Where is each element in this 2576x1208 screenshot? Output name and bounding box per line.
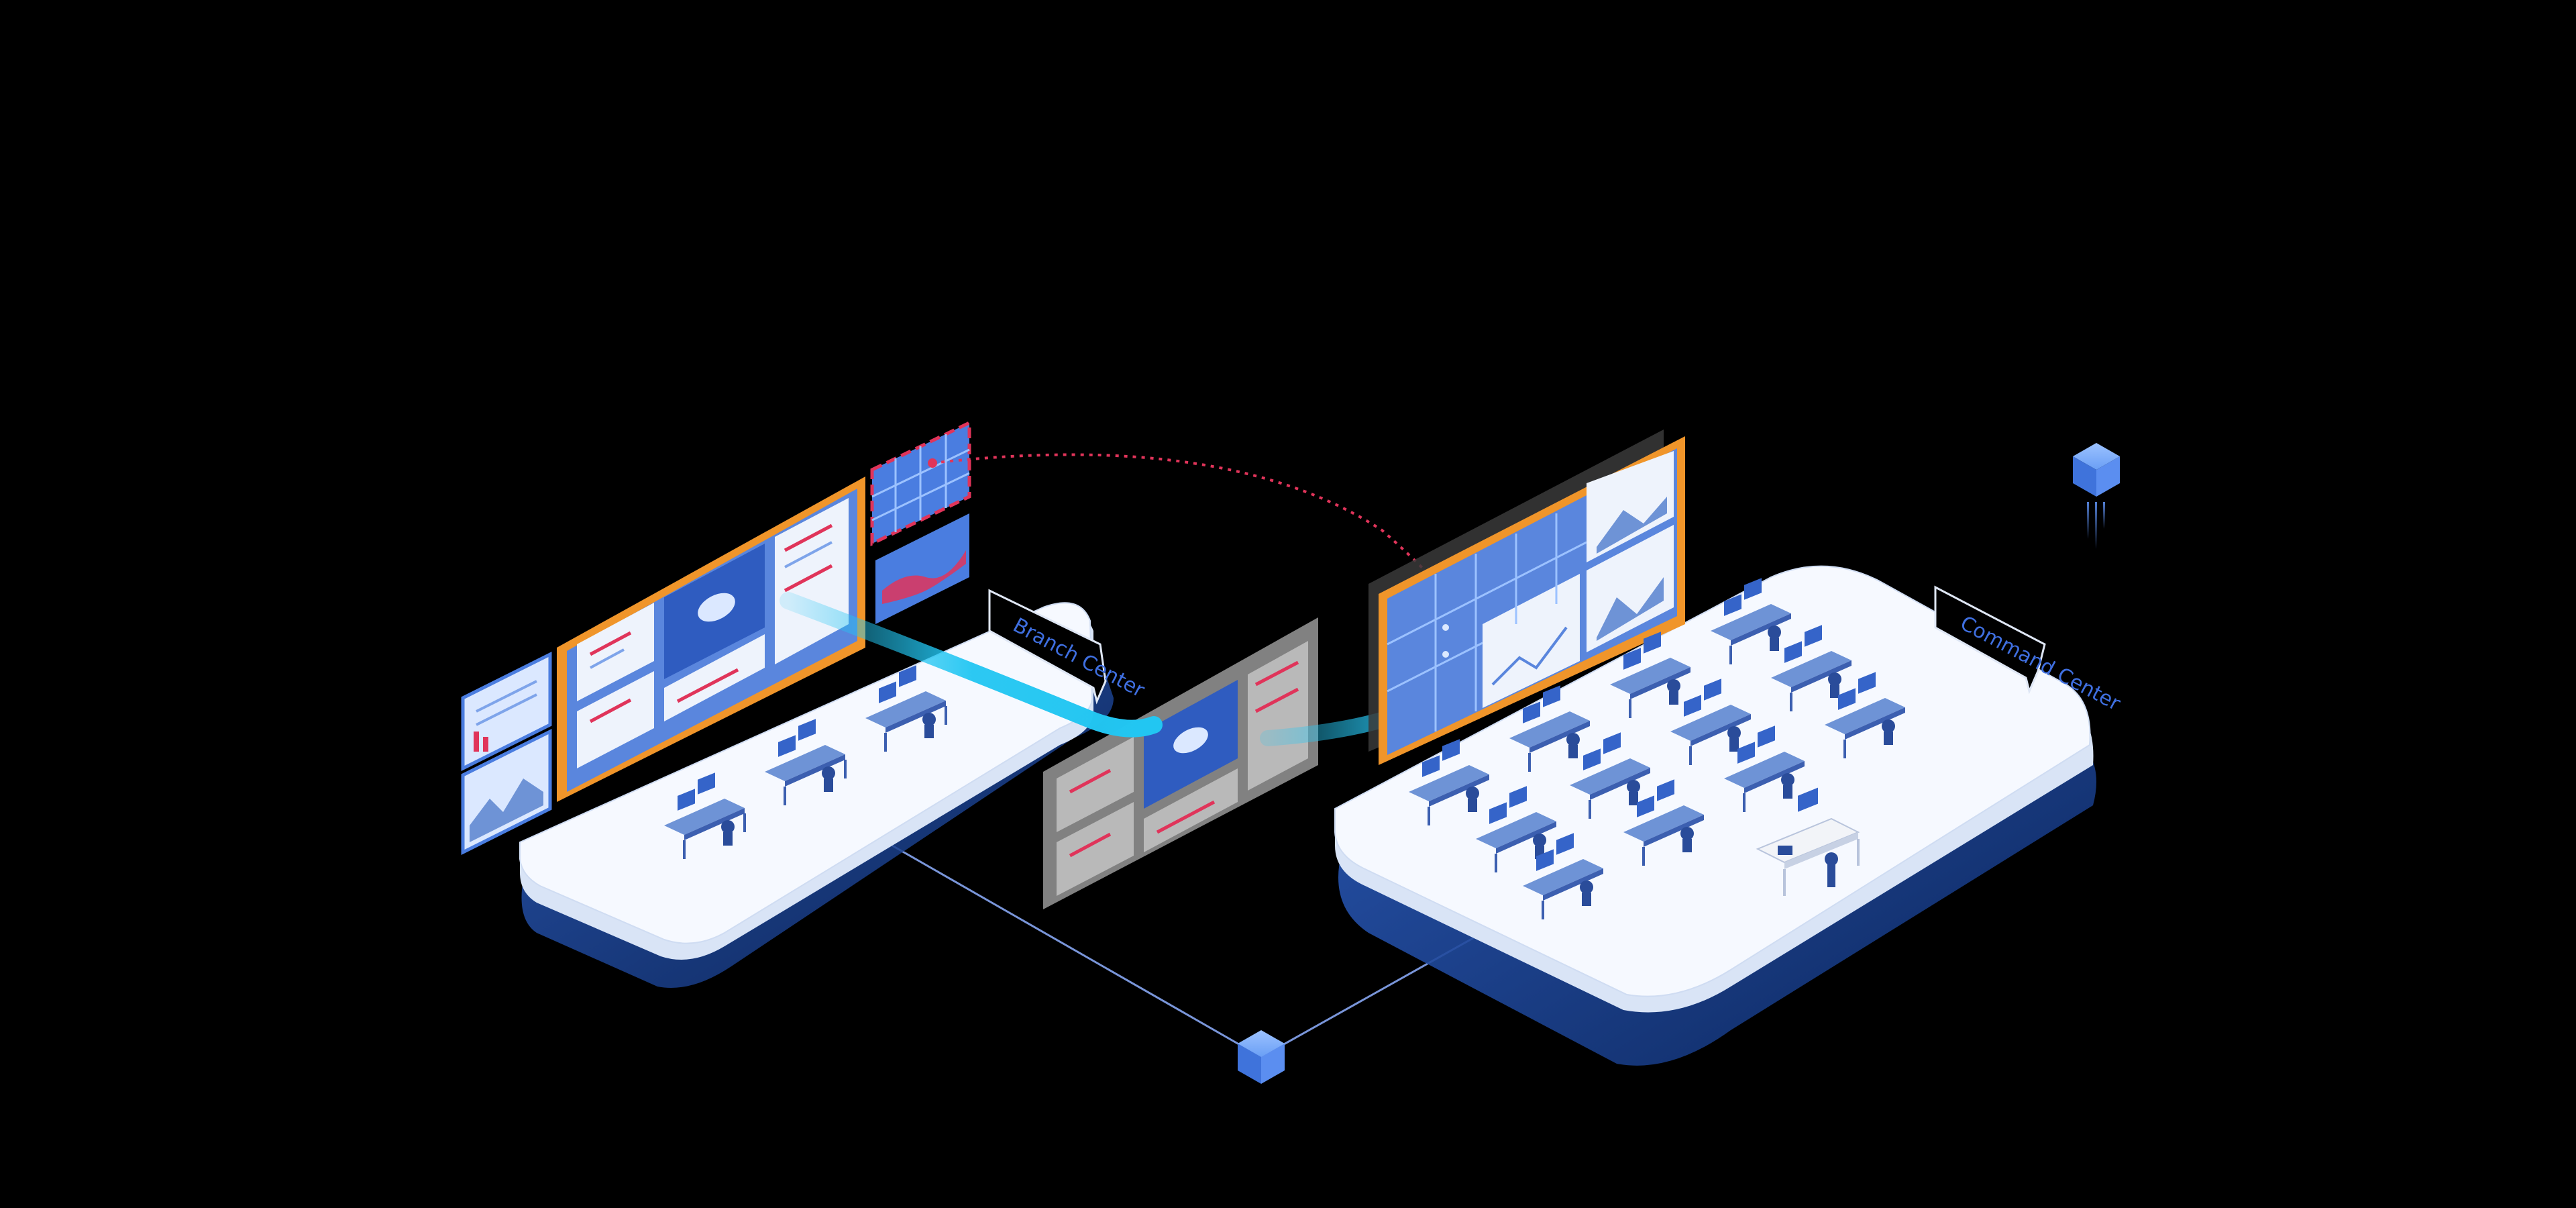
workstation xyxy=(765,719,847,805)
right-workstations xyxy=(1409,578,1905,919)
sync-arc-start xyxy=(928,458,937,468)
supervisor-desk xyxy=(1756,787,1860,896)
left-workstations xyxy=(664,665,947,859)
left-video-wall xyxy=(557,476,865,802)
right-video-wall xyxy=(1368,430,1685,765)
workstation xyxy=(664,772,746,859)
right-hub-platform xyxy=(1334,565,2096,1066)
left-top-panels xyxy=(870,420,971,624)
cube-icon xyxy=(2073,443,2120,549)
workstation xyxy=(865,665,947,752)
cube-icon xyxy=(1238,1030,1285,1084)
sync-arc xyxy=(932,453,1460,612)
left-side-screens xyxy=(461,651,552,856)
middle-transfer-screen xyxy=(1043,617,1318,909)
